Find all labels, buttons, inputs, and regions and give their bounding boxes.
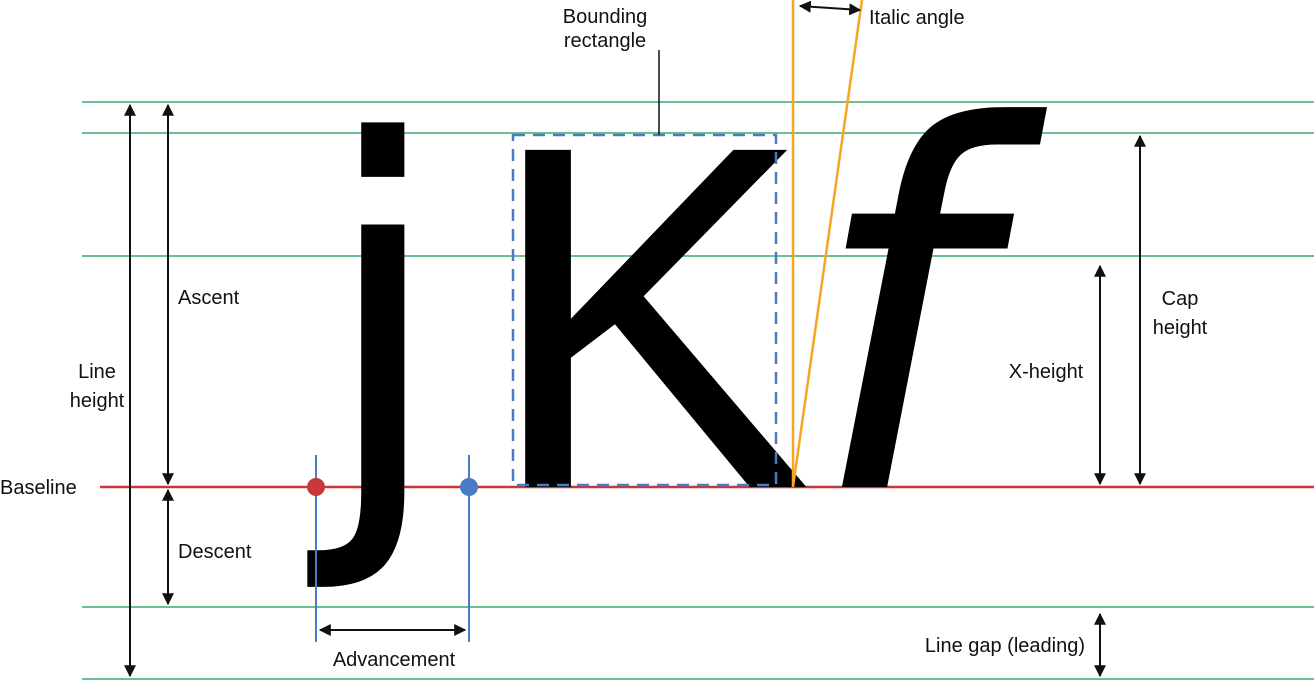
x-height-label: X-height xyxy=(1009,361,1084,383)
glyph-K: K xyxy=(485,43,812,591)
bounding-rectangle-label-line1: Bounding xyxy=(563,6,648,28)
glyph-f: f xyxy=(808,23,1050,605)
glyph-j: j xyxy=(301,42,449,601)
cap-height-label-line1: Cap xyxy=(1162,288,1199,310)
line-height-label-line2: height xyxy=(70,390,125,412)
bounding-rectangle xyxy=(511,133,778,487)
italic-angle-label: Italic angle xyxy=(869,7,965,29)
baseline-label: Baseline xyxy=(0,477,77,499)
italic-angle-slanted xyxy=(791,0,864,488)
advancement-label: Advancement xyxy=(333,649,456,671)
descent-label: Descent xyxy=(178,541,252,563)
guide-lines xyxy=(82,101,1314,680)
cap-height-label-line2: height xyxy=(1153,317,1208,339)
ascent-label: Ascent xyxy=(178,287,240,309)
line-height-label-line1: Line xyxy=(78,361,116,383)
bounding-rectangle-label-line2: rectangle xyxy=(564,30,646,52)
advance-start-dot xyxy=(307,478,325,496)
italic-angle-arrow xyxy=(798,0,862,16)
line-gap-label: Line gap (leading) xyxy=(925,635,1085,657)
advance-end-dot xyxy=(460,478,478,496)
